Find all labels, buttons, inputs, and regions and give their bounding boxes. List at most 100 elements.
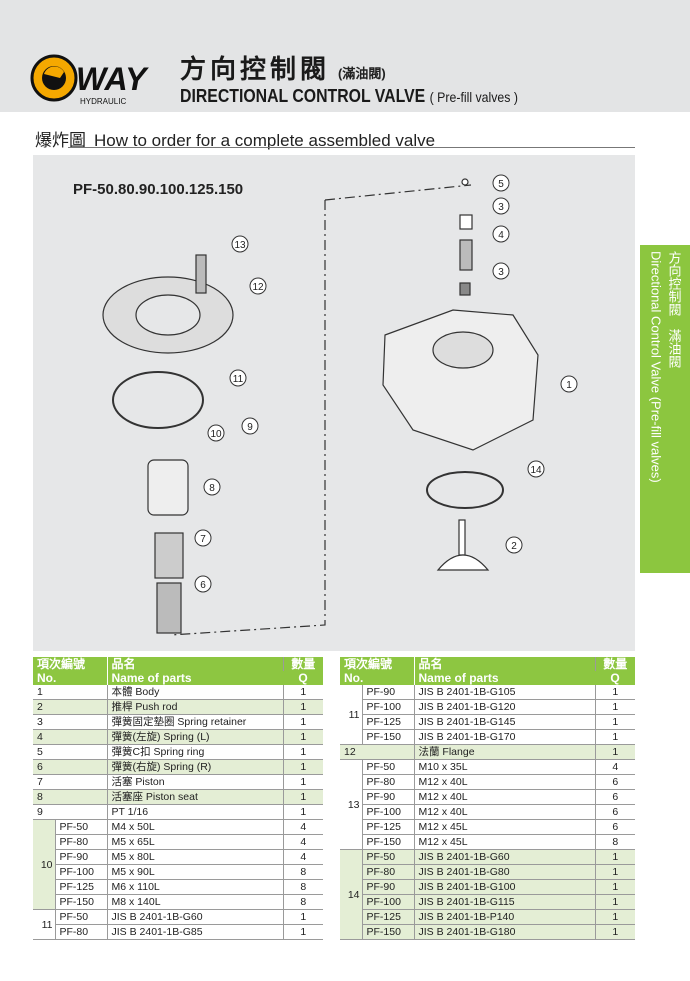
qty: 1 xyxy=(283,685,323,701)
qty: 1 xyxy=(595,849,635,866)
qty: 4 xyxy=(283,849,323,866)
qty: 1 xyxy=(283,729,323,746)
qty: 1 xyxy=(283,774,323,791)
callout-circle xyxy=(492,197,510,215)
model: PF-90 xyxy=(55,849,108,866)
part-name: JIS B 2401-1B-G180 xyxy=(413,924,596,941)
part-name: JIS B 2401-1B-G80 xyxy=(413,864,596,881)
part-name: M10 x 35L xyxy=(413,759,596,776)
qty: 1 xyxy=(283,909,323,926)
callout-circle xyxy=(560,375,578,393)
col-name-zh: 品名 xyxy=(413,657,596,671)
part-name: 活塞 Piston xyxy=(106,774,284,791)
model: PF-100 xyxy=(362,804,415,821)
callout-number: 6 xyxy=(200,580,206,591)
qty: 1 xyxy=(283,804,323,821)
header-row: 項次編號品名數量 xyxy=(340,657,635,671)
part-name: 彈簧(右旋) Spring (R) xyxy=(106,759,284,776)
model: PF-90 xyxy=(362,789,415,806)
qty: 1 xyxy=(595,879,635,896)
header-row: 項次編號品名數量 xyxy=(33,657,323,671)
model: PF-90 xyxy=(362,685,415,701)
part-name: M12 x 45L xyxy=(413,834,596,851)
item-no: 6 xyxy=(33,759,108,776)
qty: 1 xyxy=(283,924,323,941)
col-qty-en: Q xyxy=(283,671,323,685)
part-name: JIS B 2401-1B-G60 xyxy=(413,849,596,866)
qty: 6 xyxy=(595,774,635,791)
qty: 1 xyxy=(595,909,635,926)
col-qty-zh: 數量 xyxy=(283,657,323,671)
callout-number: 10 xyxy=(210,429,222,440)
callout-circle xyxy=(492,225,510,243)
callout-number: 14 xyxy=(530,465,542,476)
callout-number: 8 xyxy=(209,483,215,494)
model-label: PF-50.80.90.100.125.150 xyxy=(73,181,244,198)
en-title: DIRECTIONAL CONTROL VALVE ( Pre-fill val… xyxy=(180,86,518,106)
col-no-zh: 項次編號 xyxy=(340,657,415,671)
model: PF-80 xyxy=(362,864,415,881)
callout-circle xyxy=(241,417,259,435)
qty: 1 xyxy=(283,744,323,761)
callout-number: 4 xyxy=(498,230,504,241)
part-name: JIS B 2401-1B-G105 xyxy=(413,685,596,701)
col-name-en: Name of parts xyxy=(106,671,283,685)
part-name: JIS B 2401-1B-G100 xyxy=(413,879,596,896)
svg-text:HYDRAULIC: HYDRAULIC xyxy=(80,97,126,106)
callout-circle xyxy=(229,369,247,387)
part-name: M5 x 90L xyxy=(106,864,284,881)
qty: 1 xyxy=(283,714,323,731)
model: PF-100 xyxy=(55,864,108,881)
qty: 8 xyxy=(595,834,635,851)
col-no-zh: 項次編號 xyxy=(33,657,108,671)
qty: 1 xyxy=(595,894,635,911)
item-no: 4 xyxy=(33,729,108,746)
item-no: 11 xyxy=(340,685,363,746)
zh-title: 方向控制閥 xyxy=(180,54,331,84)
part-name: JIS B 2401-1B-P140 xyxy=(413,909,596,926)
part-name: M6 x 110L xyxy=(106,879,284,896)
part-name: M12 x 40L xyxy=(413,789,596,806)
callout-circle xyxy=(249,277,267,295)
item-no: 13 xyxy=(340,759,363,851)
item-no: 2 xyxy=(33,699,108,716)
col-no-en: No. xyxy=(33,671,108,685)
zh-subtitle: (滿油閥) xyxy=(338,66,386,81)
part-name: 活塞座 Piston seat xyxy=(106,789,284,806)
model: PF-50 xyxy=(362,849,415,866)
qty: 8 xyxy=(283,879,323,896)
qty: 1 xyxy=(283,759,323,776)
qty: 4 xyxy=(283,834,323,851)
col-qty-zh: 數量 xyxy=(595,657,635,671)
side-tab-en: Directional Control Valve (Pre-fill valv… xyxy=(648,251,664,483)
model: PF-50 xyxy=(55,819,108,836)
callout-number: 11 xyxy=(233,374,244,385)
qty: 1 xyxy=(595,864,635,881)
part-name: 彈簧(左旋) Spring (L) xyxy=(106,729,284,746)
part-name: M12 x 40L xyxy=(413,804,596,821)
callout-circle xyxy=(194,529,212,547)
side-tab-zh: 方向控制閥 滿油閥 xyxy=(666,251,682,368)
part-name: JIS B 2401-1B-G145 xyxy=(413,714,596,731)
qty: 6 xyxy=(595,789,635,806)
item-no: 14 xyxy=(340,849,363,941)
part-name: 彈簧固定墊圈 Spring retainer xyxy=(106,714,284,731)
model: PF-90 xyxy=(362,879,415,896)
callout-number: 12 xyxy=(252,282,264,293)
